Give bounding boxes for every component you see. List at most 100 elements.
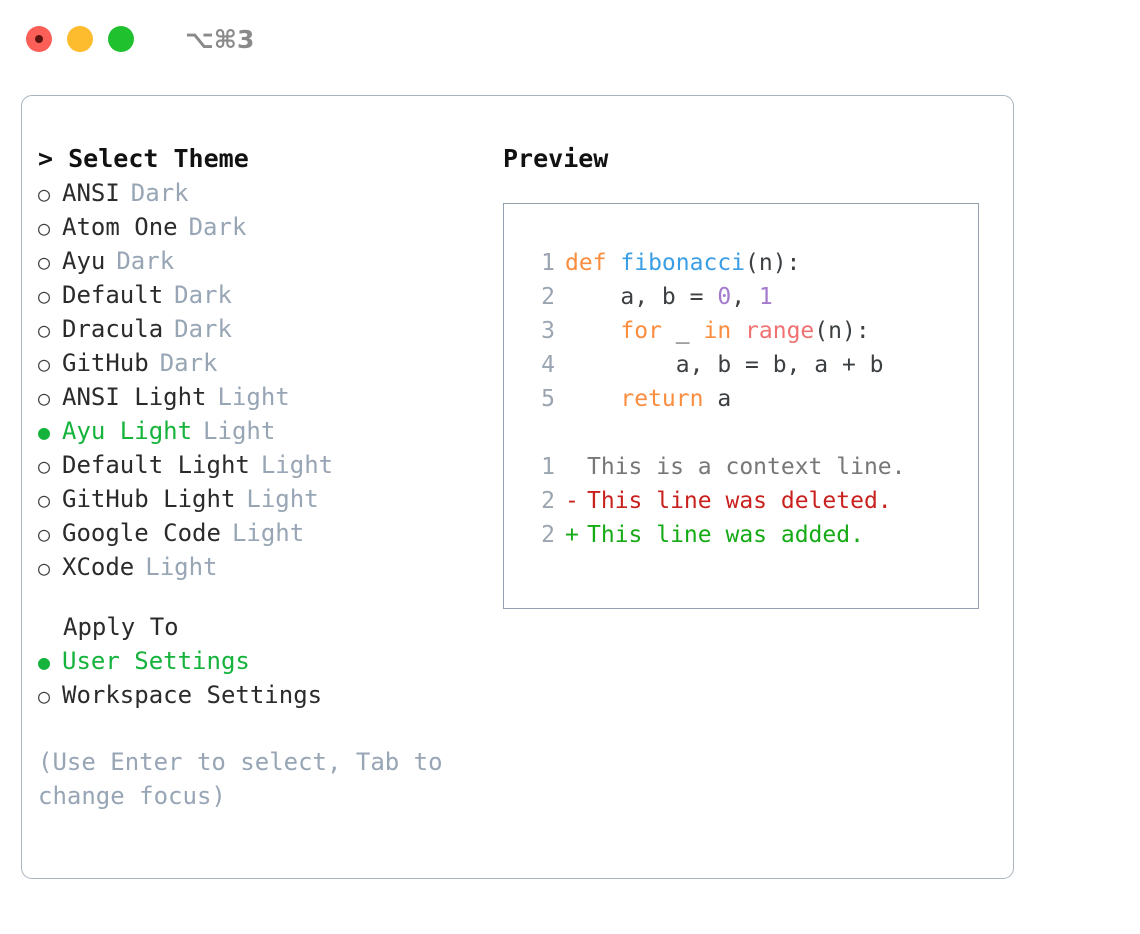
theme-option-github[interactable]: ○ GitHub Dark [38,346,490,380]
diff-line: 1 This is a context line. [504,450,978,484]
line-number: 2 [541,284,555,310]
radio-unselected-icon: ○ [38,284,51,308]
theme-option-tag: Dark [130,179,189,207]
radio-unselected-icon: ○ [38,386,51,410]
code-line: 1 def fibonacci(n): [504,246,978,280]
code-line: 3 for _ in range(n): [504,314,978,348]
theme-option-label: Default Light [62,451,250,479]
maximize-button[interactable] [108,26,134,52]
diff-marker [565,450,587,484]
code-token: range [745,318,815,344]
spacer [504,416,978,450]
apply-to-option-workspace-settings[interactable]: ○ Workspace Settings [38,678,490,712]
theme-option-tag: Light [145,553,218,581]
radio-unselected-icon: ○ [38,556,51,580]
radio-unselected-icon: ○ [38,216,51,240]
code-token: a, b = [565,284,718,310]
theme-option-default-light[interactable]: ○ Default Light Light [38,448,490,482]
theme-option-xcode[interactable]: ○ XCode Light [38,550,490,584]
code-token: (n): [814,318,870,344]
theme-option-label: ANSI Light [62,383,207,411]
code-line-content: return a [565,382,731,416]
theme-option-tag: Light [217,383,290,411]
caret-icon: > [38,144,54,173]
close-button[interactable] [26,26,52,52]
radio-unselected-icon: ○ [38,454,51,478]
theme-option-tag: Dark [116,247,175,275]
diff-marker: + [565,522,579,548]
title-bar: ⌥⌘3 [0,0,1140,78]
line-number: 1 [541,250,555,276]
theme-option-tag: Dark [188,213,247,241]
line-number: 5 [541,386,555,412]
theme-heading-text: Select Theme [68,144,249,173]
code-token: _ [661,318,704,344]
code-token [565,386,620,412]
radio-unselected-icon: ○ [38,684,51,708]
diff-sample: 1 This is a context line.2-This line was… [504,450,978,552]
code-line-content: for _ in range(n): [565,314,870,348]
apply-to-heading: Apply To [63,613,179,641]
theme-option-tag: Dark [174,315,232,343]
diff-line-text: This is a context line. [587,454,906,480]
radio-unselected-icon: ○ [38,352,51,376]
theme-option-ayu-light[interactable]: ● Ayu Light Light [38,414,490,448]
apply-to-option-list: ● User Settings ○ Workspace Settings [38,644,490,712]
keyboard-shortcut-label: ⌥⌘3 [185,24,255,54]
diff-line: 2-This line was deleted. [504,484,978,518]
radio-unselected-icon: ○ [38,182,51,206]
line-number: 3 [541,318,555,344]
theme-option-tag: Light [231,519,305,547]
radio-selected-icon: ● [38,420,51,444]
code-token: a [703,386,732,412]
keyboard-hint-text: (Use Enter to select, Tab to change focu… [38,748,443,810]
code-token: a, b = b, a + b [565,352,884,378]
theme-option-tag: Dark [159,349,218,377]
radio-unselected-icon: ○ [38,250,51,274]
theme-option-tag: Dark [174,281,232,309]
radio-selected-icon: ● [38,650,51,674]
code-token: return [620,386,704,412]
line-number: 1 [541,454,555,480]
code-line-content: def fibonacci(n): [565,246,800,280]
theme-option-label: Ayu Light [62,417,193,445]
line-number: 4 [541,352,555,378]
minimize-button[interactable] [67,26,93,52]
theme-option-tag: Light [203,417,276,445]
code-token: , [731,284,759,310]
code-token: def [565,250,621,276]
theme-option-label: GitHub [62,349,149,377]
code-line: 4 a, b = b, a + b [504,348,978,382]
radio-unselected-icon: ○ [38,488,51,512]
theme-section-heading: > Select Theme [38,142,490,176]
theme-option-label: Dracula [62,315,164,343]
code-token: fibonacci [620,250,746,276]
apply-to-option-label: Workspace Settings [62,681,323,709]
theme-option-tag: Light [260,451,334,479]
diff-line-text: This line was added. [587,522,864,548]
radio-unselected-icon: ○ [38,522,51,546]
theme-option-label: XCode [62,553,135,581]
apply-to-option-user-settings[interactable]: ● User Settings [38,644,490,678]
theme-option-ansi-light[interactable]: ○ ANSI Light Light [38,380,490,414]
diff-line: 2+This line was added. [504,518,978,552]
code-line-content: a, b = b, a + b [565,348,884,382]
diff-marker: - [565,488,579,514]
apply-to-option-label: User Settings [62,647,250,675]
diff-line-text: This line was deleted. [587,488,892,514]
theme-option-label: GitHub Light [62,485,236,513]
apply-to-section: Apply To ● User Settings ○ Workspace Settin… [38,610,490,712]
